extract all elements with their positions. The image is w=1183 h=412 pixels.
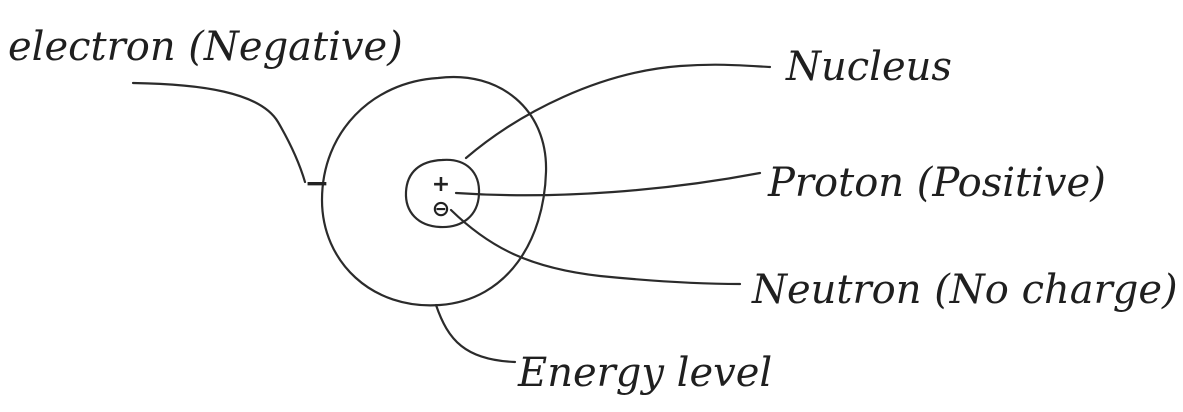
neutron-label: Neutron (No charge): [751, 267, 1178, 313]
energy-level-orbit: [320, 75, 548, 307]
neutron-symbol: ⊖: [432, 197, 450, 222]
electron-leader-line: [131, 81, 307, 184]
electron-charge-symbol: −: [304, 166, 329, 201]
nucleus-leader-line: [464, 63, 772, 160]
proton-charge-symbol: +: [432, 172, 450, 197]
nucleus-circle: [404, 158, 481, 229]
nucleus-label: Nucleus: [785, 44, 952, 90]
energy-level-label: Energy level: [517, 350, 772, 396]
electron-label: electron (Negative): [8, 24, 403, 70]
proton-leader-line: [454, 171, 762, 197]
proton-label: Proton (Positive): [767, 160, 1106, 206]
neutron-leader-line: [449, 208, 742, 286]
energy-level-leader-line: [434, 303, 517, 364]
